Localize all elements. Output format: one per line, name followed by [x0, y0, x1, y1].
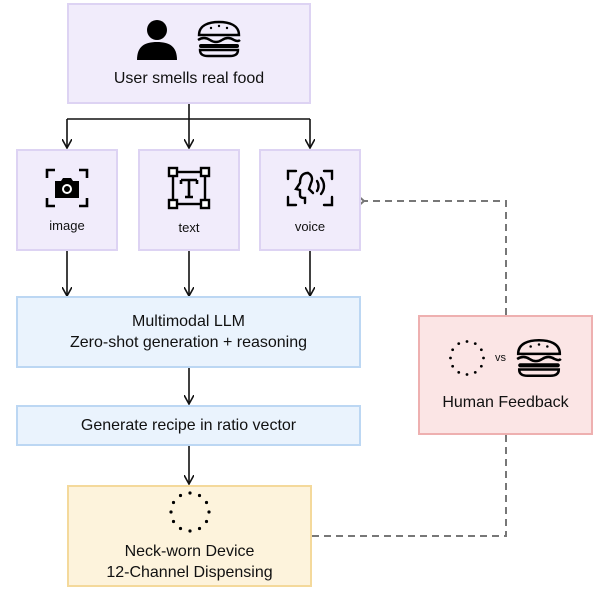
input-image-node: image	[16, 149, 118, 251]
camera-icon	[45, 168, 89, 207]
recipe-node: Generate recipe in ratio vector	[16, 405, 361, 446]
dispenser-ring-icon	[449, 339, 485, 376]
device-to-feedback-line	[312, 435, 507, 537]
feedback-label: Human Feedback	[442, 393, 569, 411]
burger-icon	[197, 20, 241, 58]
input-voice-label: voice	[294, 218, 326, 234]
device-subtitle: 12-Channel Dispensing	[106, 564, 273, 581]
llm-subtitle: Zero-shot generation + reasoning	[69, 334, 308, 351]
feedback-to-voice-line	[364, 201, 507, 315]
solid-arrows	[67, 104, 310, 483]
voice-icon	[286, 169, 334, 206]
device-node: Neck-worn Device 12-Channel Dispensing	[67, 485, 312, 587]
vs-label: vs	[495, 351, 506, 364]
person-icon	[137, 20, 177, 60]
input-text-node: text	[138, 149, 240, 251]
user-node-label: User smells real food	[113, 70, 265, 87]
llm-node: Multimodal LLM Zero-shot generation + re…	[16, 296, 361, 368]
input-voice-node: voice	[259, 149, 361, 251]
feedback-loop	[312, 201, 507, 537]
text-icon	[167, 166, 211, 209]
input-image-label: image	[49, 217, 85, 233]
feedback-comparison: vs	[447, 338, 564, 378]
feedback-node: vs Human Feedback	[418, 315, 593, 435]
user-node: User smells real food	[67, 3, 311, 104]
burger-icon	[516, 338, 562, 377]
device-title: Neck-worn Device	[124, 543, 255, 560]
user-icons	[135, 18, 243, 60]
dispenser-ring-icon	[168, 491, 211, 533]
input-text-label: text	[178, 219, 200, 235]
llm-title: Multimodal LLM	[132, 313, 245, 330]
recipe-label: Generate recipe in ratio vector	[80, 417, 297, 434]
